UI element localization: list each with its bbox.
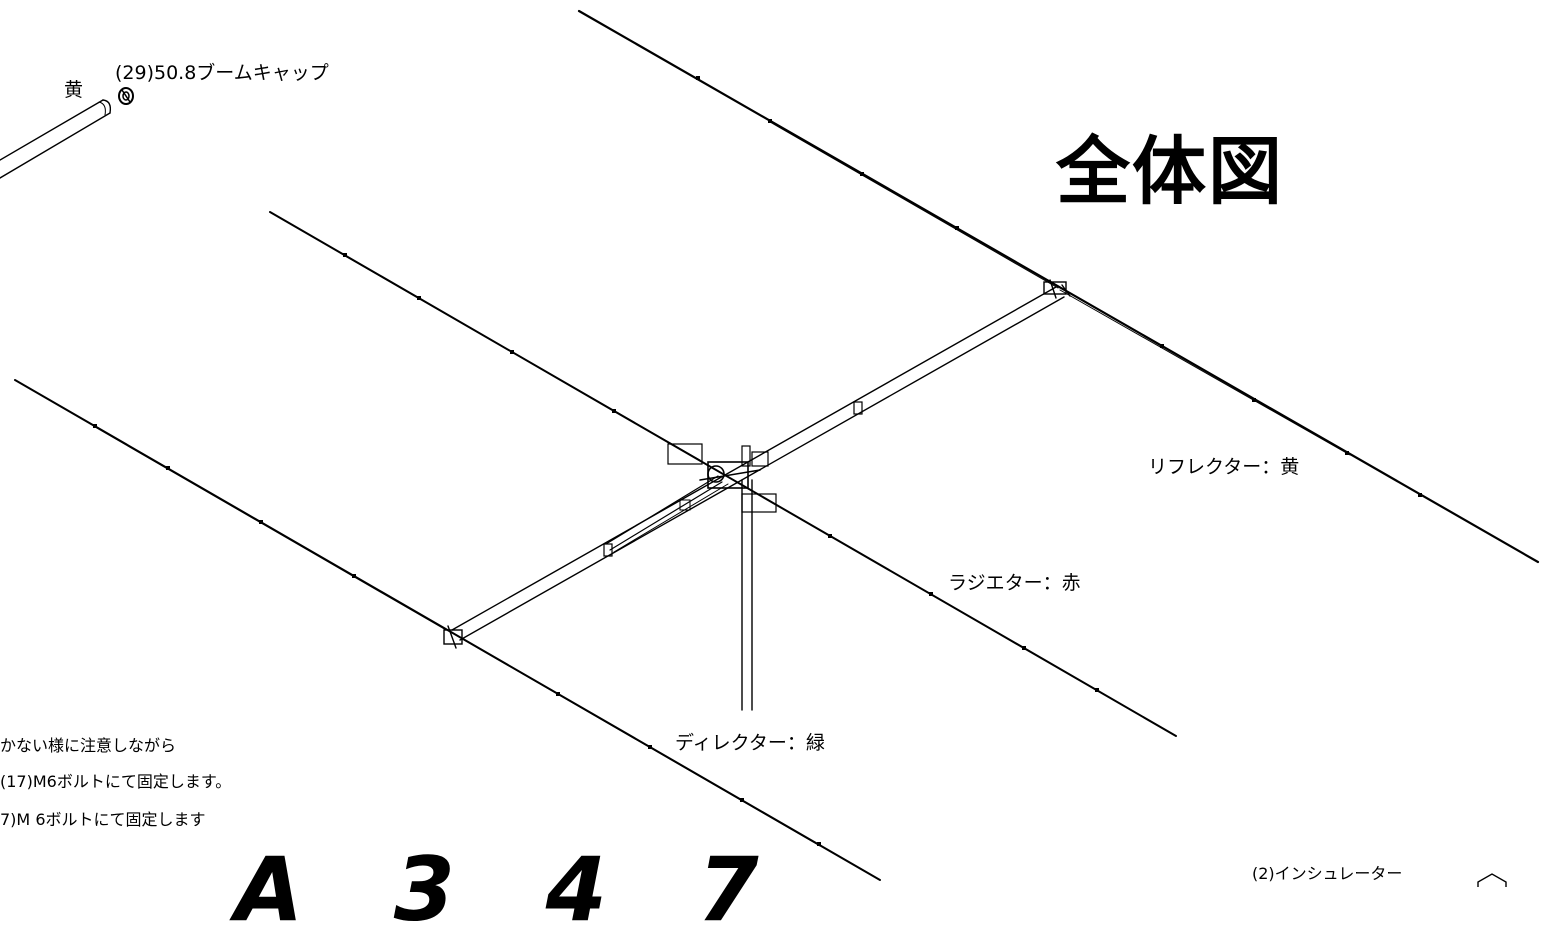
assembly-note-3: 7)M 6ボルトにて固定します: [0, 810, 206, 829]
antenna-assembly-diagram: 全体図 (29)50.8ブームキャップ 黄 リフレクター：黄 ラジエター：赤 デ…: [0, 9, 1540, 941]
boom-cap: [118, 87, 134, 105]
boom-end: [0, 99, 112, 179]
boom-cap-color-label: 黄: [64, 79, 84, 101]
boom-cap-label: (29)50.8ブームキャップ: [115, 62, 329, 84]
boom-to-mast-bracket: [679, 445, 769, 511]
reflector-element: [577, 9, 1540, 564]
director-label: ディレクター：緑: [675, 732, 825, 754]
assembly-note-2: (17)M6ボルトにて固定します。: [0, 772, 232, 791]
insulator-icon: [1477, 873, 1507, 887]
radiator-element: [269, 211, 1177, 737]
page-title: 全体図: [1056, 129, 1284, 215]
gamma-match: [605, 475, 729, 553]
radiator-label: ラジエター：赤: [948, 572, 1081, 594]
mast: [741, 479, 753, 711]
director-element: [14, 379, 881, 881]
reflector-label: リフレクター：黄: [1148, 456, 1300, 478]
model-number: A 3 4 7: [235, 838, 789, 941]
insulator-label: (2)インシュレーター: [1252, 864, 1403, 883]
boom: [451, 286, 1065, 641]
antenna-line-drawing: [0, 9, 1540, 887]
assembly-note-1: かない様に注意しながら: [0, 736, 177, 755]
